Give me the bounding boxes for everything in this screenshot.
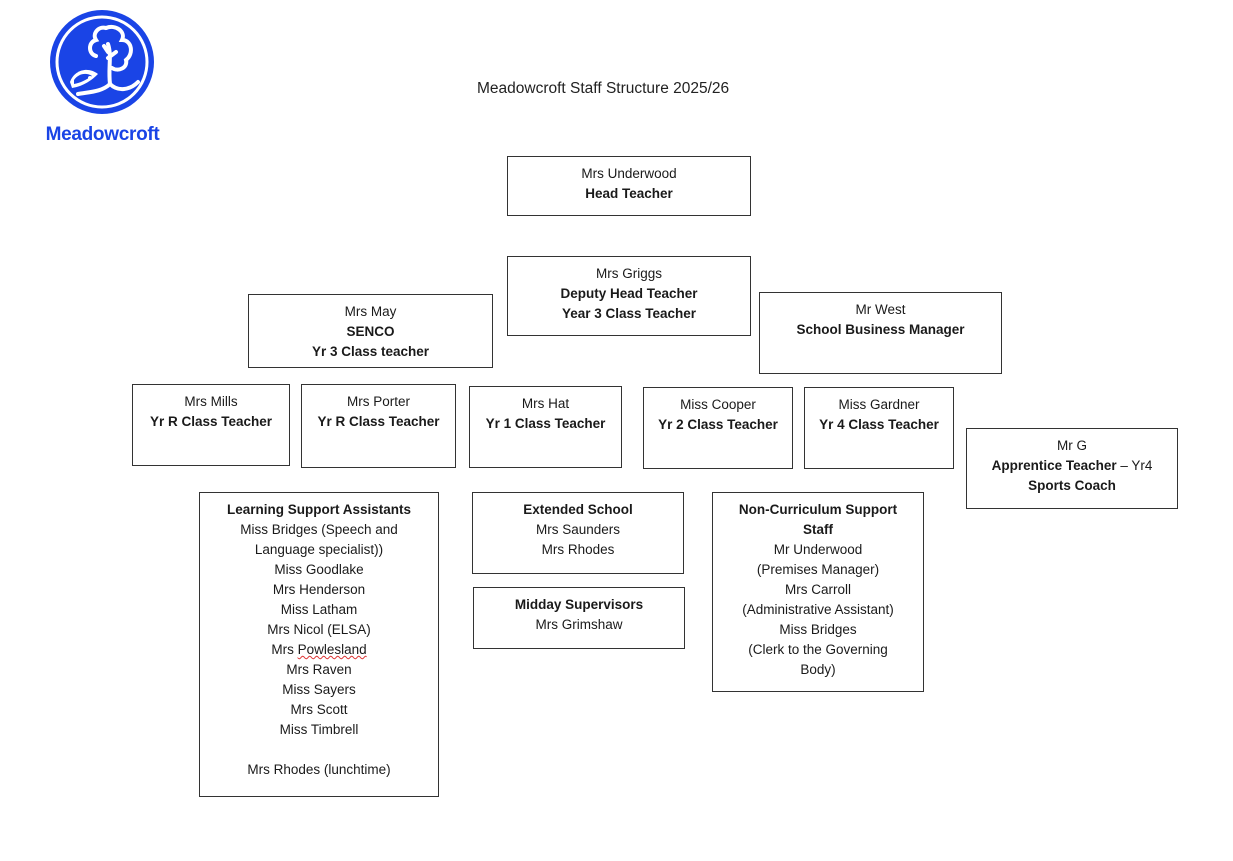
staff-role-line: Apprentice Teacher – Yr4 <box>967 456 1177 476</box>
group-member: Mr Underwood <box>773 542 863 557</box>
group-member: (Administrative Assistant) <box>742 602 894 617</box>
group-member: Body) <box>800 662 836 677</box>
staff-role: Yr 1 Class Teacher <box>485 416 606 431</box>
staff-name: Mr West <box>855 302 906 317</box>
group-member: (Clerk to the Governing <box>748 642 888 657</box>
teacher-box: Mrs Porter Yr R Class Teacher <box>301 384 456 468</box>
senco-box: Mrs May SENCO Yr 3 Class teacher <box>248 294 493 368</box>
staff-role: Yr 4 Class Teacher <box>819 417 939 432</box>
group-member: Mrs Saunders <box>535 522 621 537</box>
group-heading: Midday Supervisors <box>514 597 644 612</box>
group-member: Mrs Powlesland <box>271 642 367 657</box>
group-member: Miss Bridges <box>779 622 857 637</box>
staff-role: Apprentice Teacher <box>991 458 1117 473</box>
school-logo: Meadowcroft <box>30 8 175 145</box>
business-manager-box: Mr West School Business Manager <box>759 292 1002 374</box>
group-member: Mrs Rhodes (lunchtime) <box>247 762 391 777</box>
midday-supervisors-box: Midday Supervisors Mrs Grimshaw <box>473 587 685 649</box>
group-member: Language specialist)) <box>254 542 384 557</box>
staff-role-suffix: – Yr4 <box>1116 458 1153 473</box>
teacher-box: Mrs Hat Yr 1 Class Teacher <box>469 386 622 468</box>
non-curriculum-box: Non-Curriculum Support Staff Mr Underwoo… <box>712 492 924 692</box>
group-heading-cont: Staff <box>803 522 833 537</box>
staff-role-secondary: Yr 3 Class teacher <box>311 344 430 359</box>
group-member: Mrs Henderson <box>272 582 366 597</box>
staff-name: Mrs Hat <box>521 396 570 411</box>
group-heading: Extended School <box>523 502 633 517</box>
lsa-box: Learning Support Assistants Miss Bridges… <box>199 492 439 797</box>
staff-role: Deputy Head Teacher <box>560 286 698 301</box>
group-heading: Learning Support Assistants <box>226 502 412 517</box>
group-member: Mrs Raven <box>286 662 352 677</box>
staff-role: Head Teacher <box>585 186 673 201</box>
extended-school-box: Extended School Mrs Saunders Mrs Rhodes <box>472 492 684 574</box>
staff-role: Yr R Class Teacher <box>317 414 440 429</box>
staff-role: Yr 2 Class Teacher <box>658 417 778 432</box>
staff-name: Mrs May <box>344 304 397 319</box>
head-teacher-box: Mrs Underwood Head Teacher <box>507 156 751 216</box>
deputy-head-box: Mrs Griggs Deputy Head Teacher Year 3 Cl… <box>507 256 751 336</box>
staff-role: Yr R Class Teacher <box>149 414 273 429</box>
group-member: Mrs Carroll <box>785 582 851 597</box>
apprentice-box: Mr G Apprentice Teacher – Yr4 Sports Coa… <box>966 428 1178 509</box>
group-member: Miss Timbrell <box>279 722 359 737</box>
staff-role: SENCO <box>346 324 395 339</box>
teacher-box: Mrs Mills Yr R Class Teacher <box>132 384 290 466</box>
group-member: Mrs Rhodes <box>541 542 615 557</box>
staff-name: Mr G <box>1057 438 1087 453</box>
page-title: Meadowcroft Staff Structure 2025/26 <box>477 80 730 97</box>
group-member: Miss Latham <box>280 602 358 617</box>
staff-name: Mrs Porter <box>346 394 410 409</box>
group-member: Mrs Nicol (ELSA) <box>267 622 371 637</box>
staff-name: Mrs Griggs <box>595 266 662 281</box>
group-member: Miss Goodlake <box>274 562 364 577</box>
group-heading: Non-Curriculum Support <box>738 502 898 517</box>
staff-role-secondary: Sports Coach <box>1028 478 1116 493</box>
staff-role-secondary: Year 3 Class Teacher <box>561 306 697 321</box>
staff-role: School Business Manager <box>796 322 965 337</box>
staff-name: Mrs Underwood <box>581 166 677 181</box>
spacer <box>200 740 438 760</box>
group-member: (Premises Manager) <box>756 562 880 577</box>
teacher-box: Miss Gardner Yr 4 Class Teacher <box>804 387 954 469</box>
group-member: Mrs Scott <box>290 702 348 717</box>
staff-name: Miss Gardner <box>838 397 920 412</box>
staff-name: Miss Cooper <box>680 397 756 412</box>
group-member: Miss Bridges (Speech and <box>240 522 398 537</box>
logo-text: Meadowcroft <box>45 124 160 145</box>
spellcheck-word: Powlesland <box>297 642 367 657</box>
teacher-box: Miss Cooper Yr 2 Class Teacher <box>643 387 793 469</box>
staff-name: Mrs Mills <box>184 394 238 409</box>
tree-in-circle-logo-icon <box>50 10 154 114</box>
group-member: Miss Sayers <box>282 682 356 697</box>
group-member: Mrs Grimshaw <box>535 617 623 632</box>
